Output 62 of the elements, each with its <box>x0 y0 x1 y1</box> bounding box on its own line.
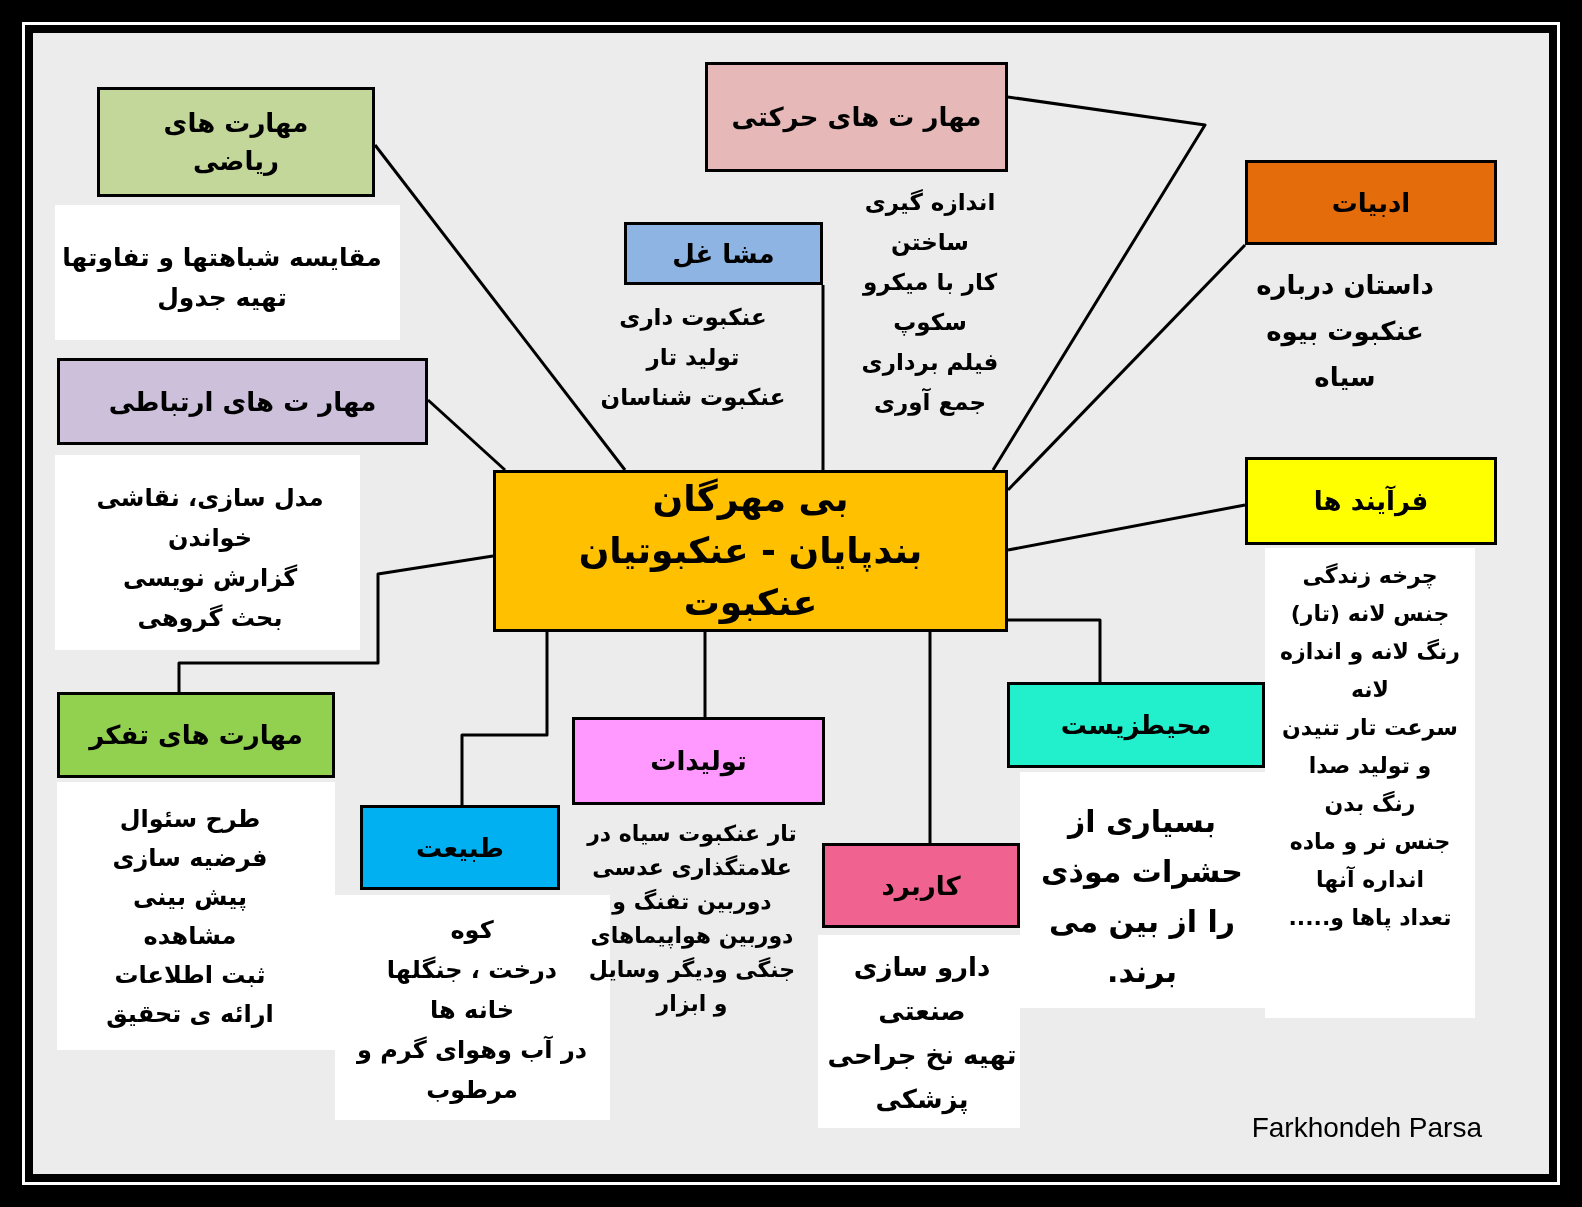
main-topic-box: بی مهرگان بندپایان - عنکبوتیان عنکبوت <box>493 470 1008 632</box>
topic-box: مهارت های ریاضی <box>97 87 375 197</box>
list-item: انداره آنها <box>1316 865 1424 895</box>
list-item: ساختن <box>891 228 969 258</box>
connector-line <box>177 554 494 692</box>
topic-box: مهار ت های ارتباطی <box>57 358 428 445</box>
list-item: عنکبوت داری <box>619 303 767 333</box>
list-item: صنعتی <box>878 995 966 1028</box>
list-item: درخت ، جنگلها <box>386 955 558 986</box>
list-item: فیلم برداری <box>861 348 999 378</box>
list-item: دارو سازی <box>853 951 991 985</box>
list-item: چرخه زندگی <box>1302 562 1438 591</box>
list-item: تولید تار <box>646 343 740 373</box>
list-item: گزارش نویسی <box>122 563 298 594</box>
note-text: تار عنکبوت سیاه در علامتگذاری عدسی دوربین تفنگ و دوربین هواپیماهای جنگی ودیگر وسایل و ابزار <box>587 820 797 1019</box>
list-item: بحث گروهی <box>137 603 283 634</box>
connector-line <box>427 398 506 472</box>
list-item: رنگ بدن <box>1324 790 1416 818</box>
list-item: کار با میکرو سکوپ <box>861 268 999 338</box>
topic-box: محیطزیست <box>1007 682 1265 768</box>
list-item: ثبت اطلاعات <box>114 960 266 991</box>
connector-line <box>928 632 932 843</box>
list-item: تعداد پاها و..... <box>1288 904 1452 933</box>
author-credit: Farkhondeh Parsa <box>1251 1111 1482 1145</box>
topic-box: کاربرد <box>822 843 1020 928</box>
list-item: در آب وهوای گرم و مرطوب <box>355 1034 589 1106</box>
topic-box: مهارت های تفکر <box>57 692 335 778</box>
list-item: خواندن <box>168 523 252 554</box>
list-item: سرعت تار تنیدن و تولید صدا <box>1281 714 1459 781</box>
list-item: فرضیه سازی <box>112 843 268 874</box>
connector-line <box>1006 243 1247 492</box>
topic-box: تولیدات <box>572 717 825 805</box>
list-item: تهیه جدول <box>157 282 287 314</box>
list-item: خانه ها <box>430 995 514 1026</box>
list-item: کوه <box>450 915 494 946</box>
list-item: عنکبوت شناسان <box>600 383 786 413</box>
list-item: طرح سئوال <box>119 804 261 835</box>
list-item: مشاهده <box>143 921 237 952</box>
connector-line <box>373 144 627 471</box>
connector-line <box>703 632 707 717</box>
list-item: مقایسه شباهتها و تفاوتها <box>62 242 382 274</box>
list-item: مدل سازی، نقاشی <box>96 483 324 514</box>
list-item: تهیه نخ جراحی پزشکی <box>826 1039 1018 1117</box>
note-text: بسیاری از حشرات موذی را از بین می برند. <box>1020 772 1265 1008</box>
connector-line <box>1007 503 1246 552</box>
topic-box: فرآیند ها <box>1245 457 1497 545</box>
note-text: داستان درباره عنکبوت بیوه سیاه <box>1255 269 1435 394</box>
topic-box: مشا غل <box>624 222 823 285</box>
list-item: ارائه ی تحقیق <box>106 999 274 1030</box>
topic-box: طبیعت <box>360 805 560 890</box>
list-item: رنگ لانه و اندازه لانه <box>1279 638 1461 704</box>
connector-line <box>1008 618 1102 682</box>
list-item: جنس نر و ماده <box>1289 828 1451 857</box>
list-item: جمع آوری <box>873 387 987 418</box>
list-item: جنس لانه (تار) <box>1290 600 1450 628</box>
topic-box: ادبیات <box>1245 160 1497 245</box>
connector-line <box>460 632 549 805</box>
connector-line <box>991 95 1207 471</box>
topic-box: مهار ت های حرکتی <box>705 62 1008 172</box>
list-item: پیش بینی <box>133 882 247 913</box>
list-item: اندازه گیری <box>864 188 996 218</box>
connector-line <box>821 285 825 470</box>
